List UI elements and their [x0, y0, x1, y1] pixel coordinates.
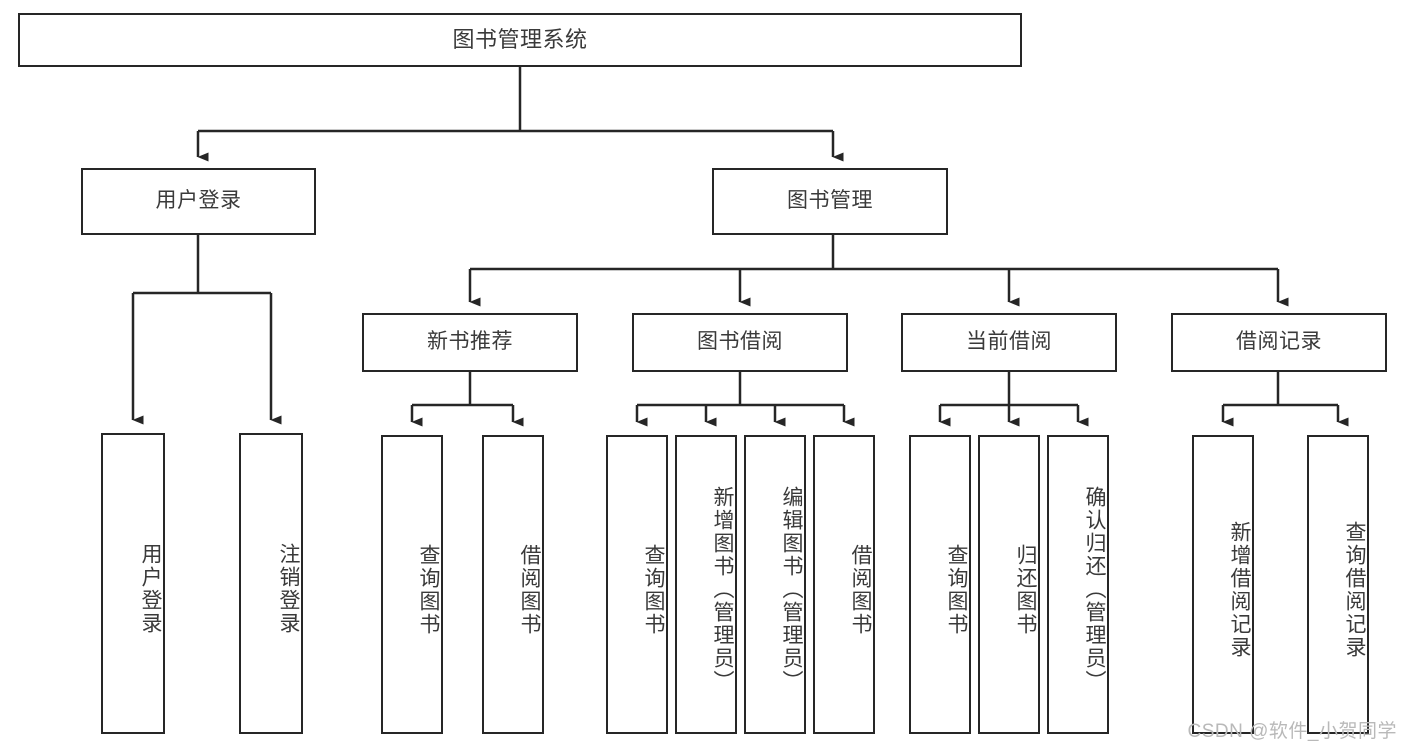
leaf-current-borrow-query[interactable]: 查询图书 [909, 435, 971, 734]
node-book-management[interactable]: 图书管理 [712, 168, 948, 235]
node-label: 新增图书（管理员） [711, 486, 734, 693]
node-label: 编辑图书（管理员） [780, 486, 803, 693]
node-label: 用户登录 [155, 189, 242, 213]
node-label: 查询借阅记录 [1343, 520, 1366, 659]
node-book-borrow[interactable]: 图书借阅 [632, 313, 848, 372]
leaf-borrow-record-add[interactable]: 新增借阅记录 [1192, 435, 1254, 734]
leaf-new-book-borrow[interactable]: 借阅图书 [482, 435, 544, 734]
leaf-current-borrow-confirm[interactable]: 确认归还（管理员） [1047, 435, 1109, 734]
leaf-book-borrow-add[interactable]: 新增图书（管理员） [675, 435, 737, 734]
node-root-system[interactable]: 图书管理系统 [18, 13, 1022, 67]
node-new-book-recommend[interactable]: 新书推荐 [362, 313, 578, 372]
leaf-user-login-signout[interactable]: 注销登录 [239, 433, 303, 734]
node-label: 注销登录 [277, 542, 300, 635]
leaf-user-login-signin[interactable]: 用户登录 [101, 433, 165, 734]
node-borrow-record[interactable]: 借阅记录 [1171, 313, 1387, 372]
leaf-borrow-record-query[interactable]: 查询借阅记录 [1307, 435, 1369, 734]
leaf-new-book-query[interactable]: 查询图书 [381, 435, 443, 734]
node-label: 借阅图书 [849, 543, 872, 636]
csdn-watermark: CSDN @软件_小贺同学 [1187, 721, 1397, 742]
node-current-borrow[interactable]: 当前借阅 [901, 313, 1117, 372]
node-label: 图书管理系统 [452, 26, 588, 52]
leaf-book-borrow-edit[interactable]: 编辑图书（管理员） [744, 435, 806, 734]
node-label: 当前借阅 [966, 330, 1052, 354]
node-label: 新书推荐 [427, 330, 513, 354]
node-label: 借阅图书 [518, 543, 541, 636]
node-label: 归还图书 [1014, 543, 1037, 636]
node-label: 确认归还（管理员） [1083, 486, 1106, 693]
node-label: 图书管理 [787, 189, 873, 213]
node-label: 新增借阅记录 [1228, 520, 1251, 659]
node-label: 图书借阅 [697, 330, 783, 354]
node-user-login[interactable]: 用户登录 [81, 168, 316, 235]
node-label: 用户登录 [139, 542, 162, 635]
node-label: 查询图书 [417, 543, 440, 636]
node-label: 查询图书 [642, 543, 665, 636]
node-label: 查询图书 [945, 543, 968, 636]
leaf-book-borrow-query[interactable]: 查询图书 [606, 435, 668, 734]
node-label: 借阅记录 [1236, 330, 1322, 354]
leaf-current-borrow-return[interactable]: 归还图书 [978, 435, 1040, 734]
leaf-book-borrow-borrow[interactable]: 借阅图书 [813, 435, 875, 734]
